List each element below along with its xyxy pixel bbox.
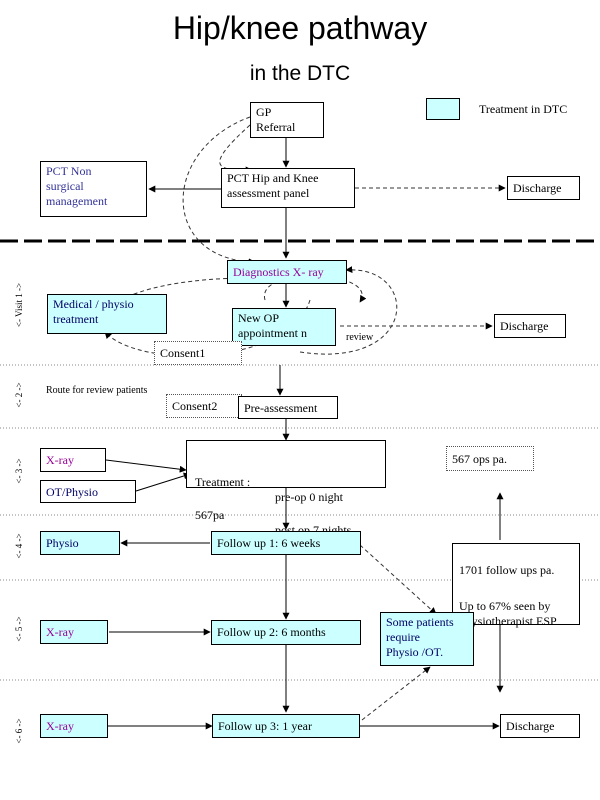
legend-label: Treatment in DTC <box>479 102 568 116</box>
follow-ups-stats-box: 1701 follow ups pa. Up to 67% seen by Ph… <box>452 543 580 628</box>
arrow-otphysio-to-treatment <box>135 472 191 492</box>
consent2-box: Consent2 <box>166 394 242 418</box>
dashed-arrow-fu3-to-somepatients <box>361 666 431 721</box>
new-op-appointment-box: New OP appointment n <box>232 308 336 346</box>
xray-box-2: X-ray <box>40 620 108 644</box>
pre-assessment-box: Pre-assessment <box>238 396 338 419</box>
gp-referral-box: GP Referral <box>250 102 324 138</box>
dashed-curve-gp-to-panel-left <box>219 124 253 174</box>
visit-separators <box>0 364 600 681</box>
treatment-box: Treatment : pre-op 0 night 567pa post op… <box>186 440 386 537</box>
physio-box: Physio <box>40 531 120 555</box>
discharge-box-2: Discharge <box>494 314 566 338</box>
route-review-label: Route for review patients <box>46 385 148 396</box>
arrow-xray-to-treatment <box>105 459 187 473</box>
visit-label-4: <- 4 -> <box>14 533 24 559</box>
follow-up-3-box: Follow up 3: 1 year <box>212 714 360 738</box>
treatment-label: Treatment : <box>195 475 251 489</box>
page-subtitle: in the DTC <box>249 62 351 85</box>
xray-box-3: X-ray <box>40 714 108 738</box>
some-patients-physio-box: Some patients require Physio /OT. <box>380 612 474 666</box>
consent1-box: Consent1 <box>154 341 242 365</box>
xray-box-1: X-ray <box>40 448 106 472</box>
dashed-curve-gp-to-diagnostics <box>182 116 256 266</box>
discharge-box-3: Discharge <box>500 714 580 738</box>
pct-assessment-panel-box: PCT Hip and Knee assessment panel <box>221 168 355 208</box>
follow-up-2-box: Follow up 2: 6 months <box>211 620 361 645</box>
dashed-arrow-fu1-to-somepatients <box>359 544 437 615</box>
physiotherapist-share: Up to 67% seen by Physiotherapist ESP <box>459 599 557 628</box>
pct-non-surgical-box: PCT Non surgical management <box>40 161 147 217</box>
medical-physio-box: Medical / physio treatment <box>47 294 167 334</box>
legend-swatch <box>426 98 460 120</box>
diagnostics-xray-box: Diagnostics X- ray <box>227 260 347 284</box>
treatment-pre-op: pre-op 0 night <box>275 490 343 504</box>
dashed-curve-to-medical <box>101 277 291 321</box>
visit-label-5: <- 5 -> <box>14 616 24 642</box>
ops-per-annum-box: 567 ops pa. <box>446 446 534 471</box>
review-label: review <box>346 332 374 343</box>
page-title: Hip/knee pathway <box>172 10 428 46</box>
treatment-per-annum: 567pa <box>195 508 225 522</box>
ot-physio-box: OT/Physio <box>40 480 136 503</box>
follow-up-1-box: Follow up 1: 6 weeks <box>211 531 361 555</box>
discharge-box-1: Discharge <box>507 176 580 200</box>
visit-label-1: <- Visit 1 -> <box>14 282 24 328</box>
visit-label-6: <- 6 -> <box>14 718 24 744</box>
follow-ups-per-annum: 1701 follow ups pa. <box>459 563 555 577</box>
